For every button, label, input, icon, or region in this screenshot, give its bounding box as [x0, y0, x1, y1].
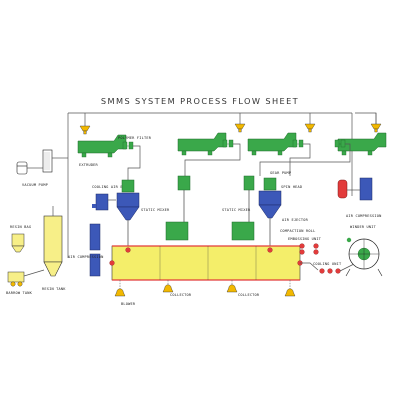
resin-bag [11, 233, 25, 253]
air-compression-left [89, 223, 101, 277]
top-header-pipe [67, 112, 377, 258]
melt-line-2 [184, 143, 241, 176]
hopper-1-icon [79, 125, 91, 135]
barrow-tank [7, 271, 25, 287]
static-mixer-label-2: STATIC MIXER [222, 208, 251, 212]
spinbeam-roller-1 [125, 247, 131, 253]
resin-tank [43, 206, 63, 277]
winder-unit-label: WINDER UNIT [350, 225, 377, 229]
air-compression-right-label: AIR COMPRESSION [346, 214, 381, 218]
extruder-label: EXTRUDER [79, 163, 99, 167]
embossing-unit-label: EMBOSSING UNIT [288, 237, 322, 241]
extruder-3 [247, 132, 297, 156]
collector-fan-1-icon [162, 284, 174, 293]
cooling-unit [319, 268, 341, 274]
melt-line-4 [259, 143, 351, 176]
resin-bag-label: RESIN BAG [10, 225, 31, 229]
resin-tank-label: RESIN TANK [42, 287, 66, 291]
melt-line-3 [289, 143, 311, 176]
gear-pump-label: GEAR PUMP [270, 171, 291, 175]
static-mixer-2 [231, 175, 255, 241]
spin-beam-2 [258, 177, 282, 246]
hopper-3-icon [304, 123, 316, 133]
cooling-unit-label: COOLING UNIT [313, 262, 342, 266]
collector-fan-3-icon [284, 288, 296, 297]
cooling-air-equip [92, 193, 116, 211]
cooling-air-equip-label: COOLING AIR EQUIP [92, 185, 132, 189]
compaction-rolls [299, 243, 319, 255]
vacuum-pump [16, 149, 68, 175]
hopper-4-icon [370, 123, 382, 133]
static-mixer-label-1: STATIC MIXER [141, 208, 170, 212]
spinbeam-roller-2 [267, 247, 273, 253]
collector-label-1: COLLECTOR [170, 293, 192, 297]
winder-unit [345, 237, 383, 277]
polymer-filter-label: POLYMER FILTER [118, 136, 152, 140]
resin-transfer-pipe [23, 269, 45, 277]
air-ejector-label: AIR EJECTOR [282, 218, 309, 222]
vacuum-pump-label: VACUUM PUMP [22, 183, 48, 187]
hopper-feed-pipes [84, 113, 377, 128]
static-mixer-1 [165, 175, 191, 241]
forming-conveyor [111, 245, 301, 281]
melt-line-1 [127, 145, 141, 180]
polymer-filter-1 [122, 141, 134, 150]
compaction-roll-label: COMPACTION ROLL [280, 229, 315, 233]
extruder-2 [177, 132, 227, 156]
polymer-filter-3 [292, 139, 304, 148]
air-compression-left-label: AIR COMPRESSION [68, 255, 103, 259]
diagram-title: SMMS SYSTEM PROCESS FLOW SHEET [101, 96, 299, 106]
collector-label-2: COLLECTOR [238, 293, 260, 297]
blower-fan-icon [114, 288, 126, 297]
barrow-tank-label: BARROW TANK [6, 291, 33, 295]
conveyor-roller-left [109, 260, 115, 266]
spin-beam-1 [116, 179, 140, 246]
blower-label: BLOWER [121, 302, 136, 306]
hopper-2-icon [234, 123, 246, 133]
polymer-filter-2 [222, 139, 234, 148]
air-compression-right [337, 177, 373, 201]
collector-fan-2-icon [226, 284, 238, 293]
spin-head-label: SPIN HEAD [281, 185, 302, 189]
suction-ducts [119, 280, 291, 290]
